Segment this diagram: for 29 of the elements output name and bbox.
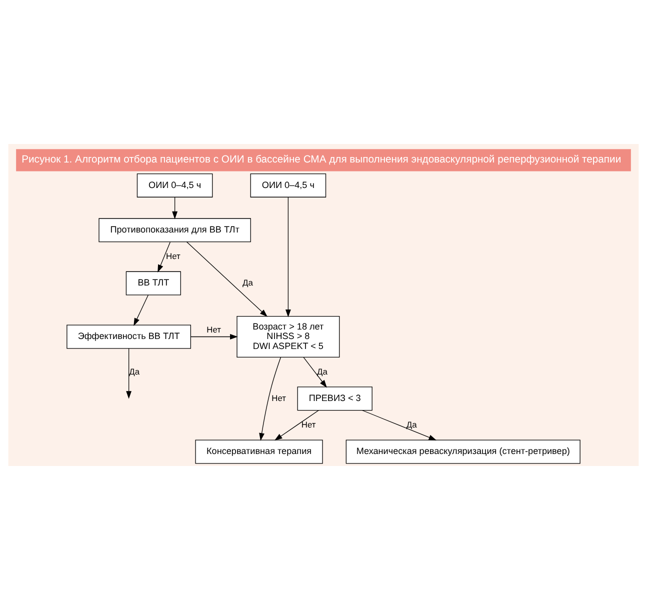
arrow (134, 294, 149, 326)
node-box: Механическая реваскуляризация (стент-ретривер) (346, 440, 580, 464)
arrow (362, 410, 437, 440)
edge-label: Нет (206, 324, 222, 334)
node-box: Возраст > 18 лет NIHSS > 8 DWI ASPEKT < 5 (236, 316, 340, 358)
arrow (190, 334, 238, 340)
edge-label: Нет (166, 250, 180, 261)
edge-label: Да (129, 366, 140, 376)
node-box: ВВ ТЛТ (126, 271, 181, 296)
node-box: ОИИ 0–4,5 ч (136, 173, 213, 198)
arrow (274, 410, 319, 441)
node-box: Противопоказания для ВВ ТЛт (98, 218, 251, 242)
edge-label: Да (242, 278, 253, 288)
edge-label: Да (317, 366, 328, 376)
node-box: Эффективность ВВ ТЛТ (66, 324, 191, 349)
arrow (259, 356, 282, 441)
edge-label: Нет (272, 392, 286, 403)
arrow (285, 196, 291, 318)
node-box: ОИИ 0–4,5 ч (250, 173, 326, 198)
edge-label: Да (406, 419, 417, 430)
arrow (172, 196, 178, 220)
edge-label: Нет (301, 419, 316, 430)
node-box: Консервативная терапия (195, 440, 323, 464)
node-box: ПРЕВИЗ < 3 (297, 386, 372, 411)
arrow (126, 348, 132, 399)
arrow (303, 356, 327, 388)
arrow (158, 242, 170, 272)
arrow (186, 242, 268, 317)
diagram-title: Рисунок 1. Алгоритм отбора пациентов с ОИИ в бассейне СМА для выполнения эндоваскулярной реперфузионной терапии (22, 154, 622, 166)
